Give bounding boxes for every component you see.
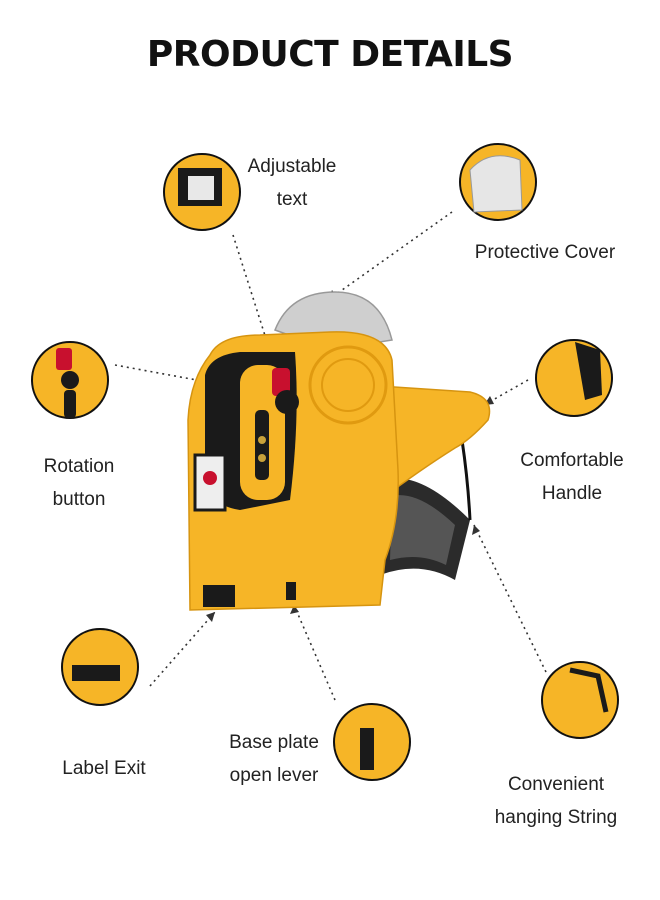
label-exit-slot [203,585,235,607]
label-protective-cover: Protective Cover [474,242,616,263]
label-label-exit: Label Exit [62,758,146,779]
rotation-knob-red [272,368,290,396]
leader-adjustable-text [232,234,269,346]
emboss-circle [308,345,388,425]
hanging-strap [380,439,472,580]
leader-label-exit [149,611,216,687]
leader-protective-cover [327,211,453,301]
page-title: PRODUCT DETAILS [146,34,514,75]
leader-rotation-button [114,364,263,393]
leader-hanging-string [473,524,547,673]
base-plate-lever [286,582,296,600]
rotation-knob [275,390,299,414]
leader-base-plate [293,604,336,701]
